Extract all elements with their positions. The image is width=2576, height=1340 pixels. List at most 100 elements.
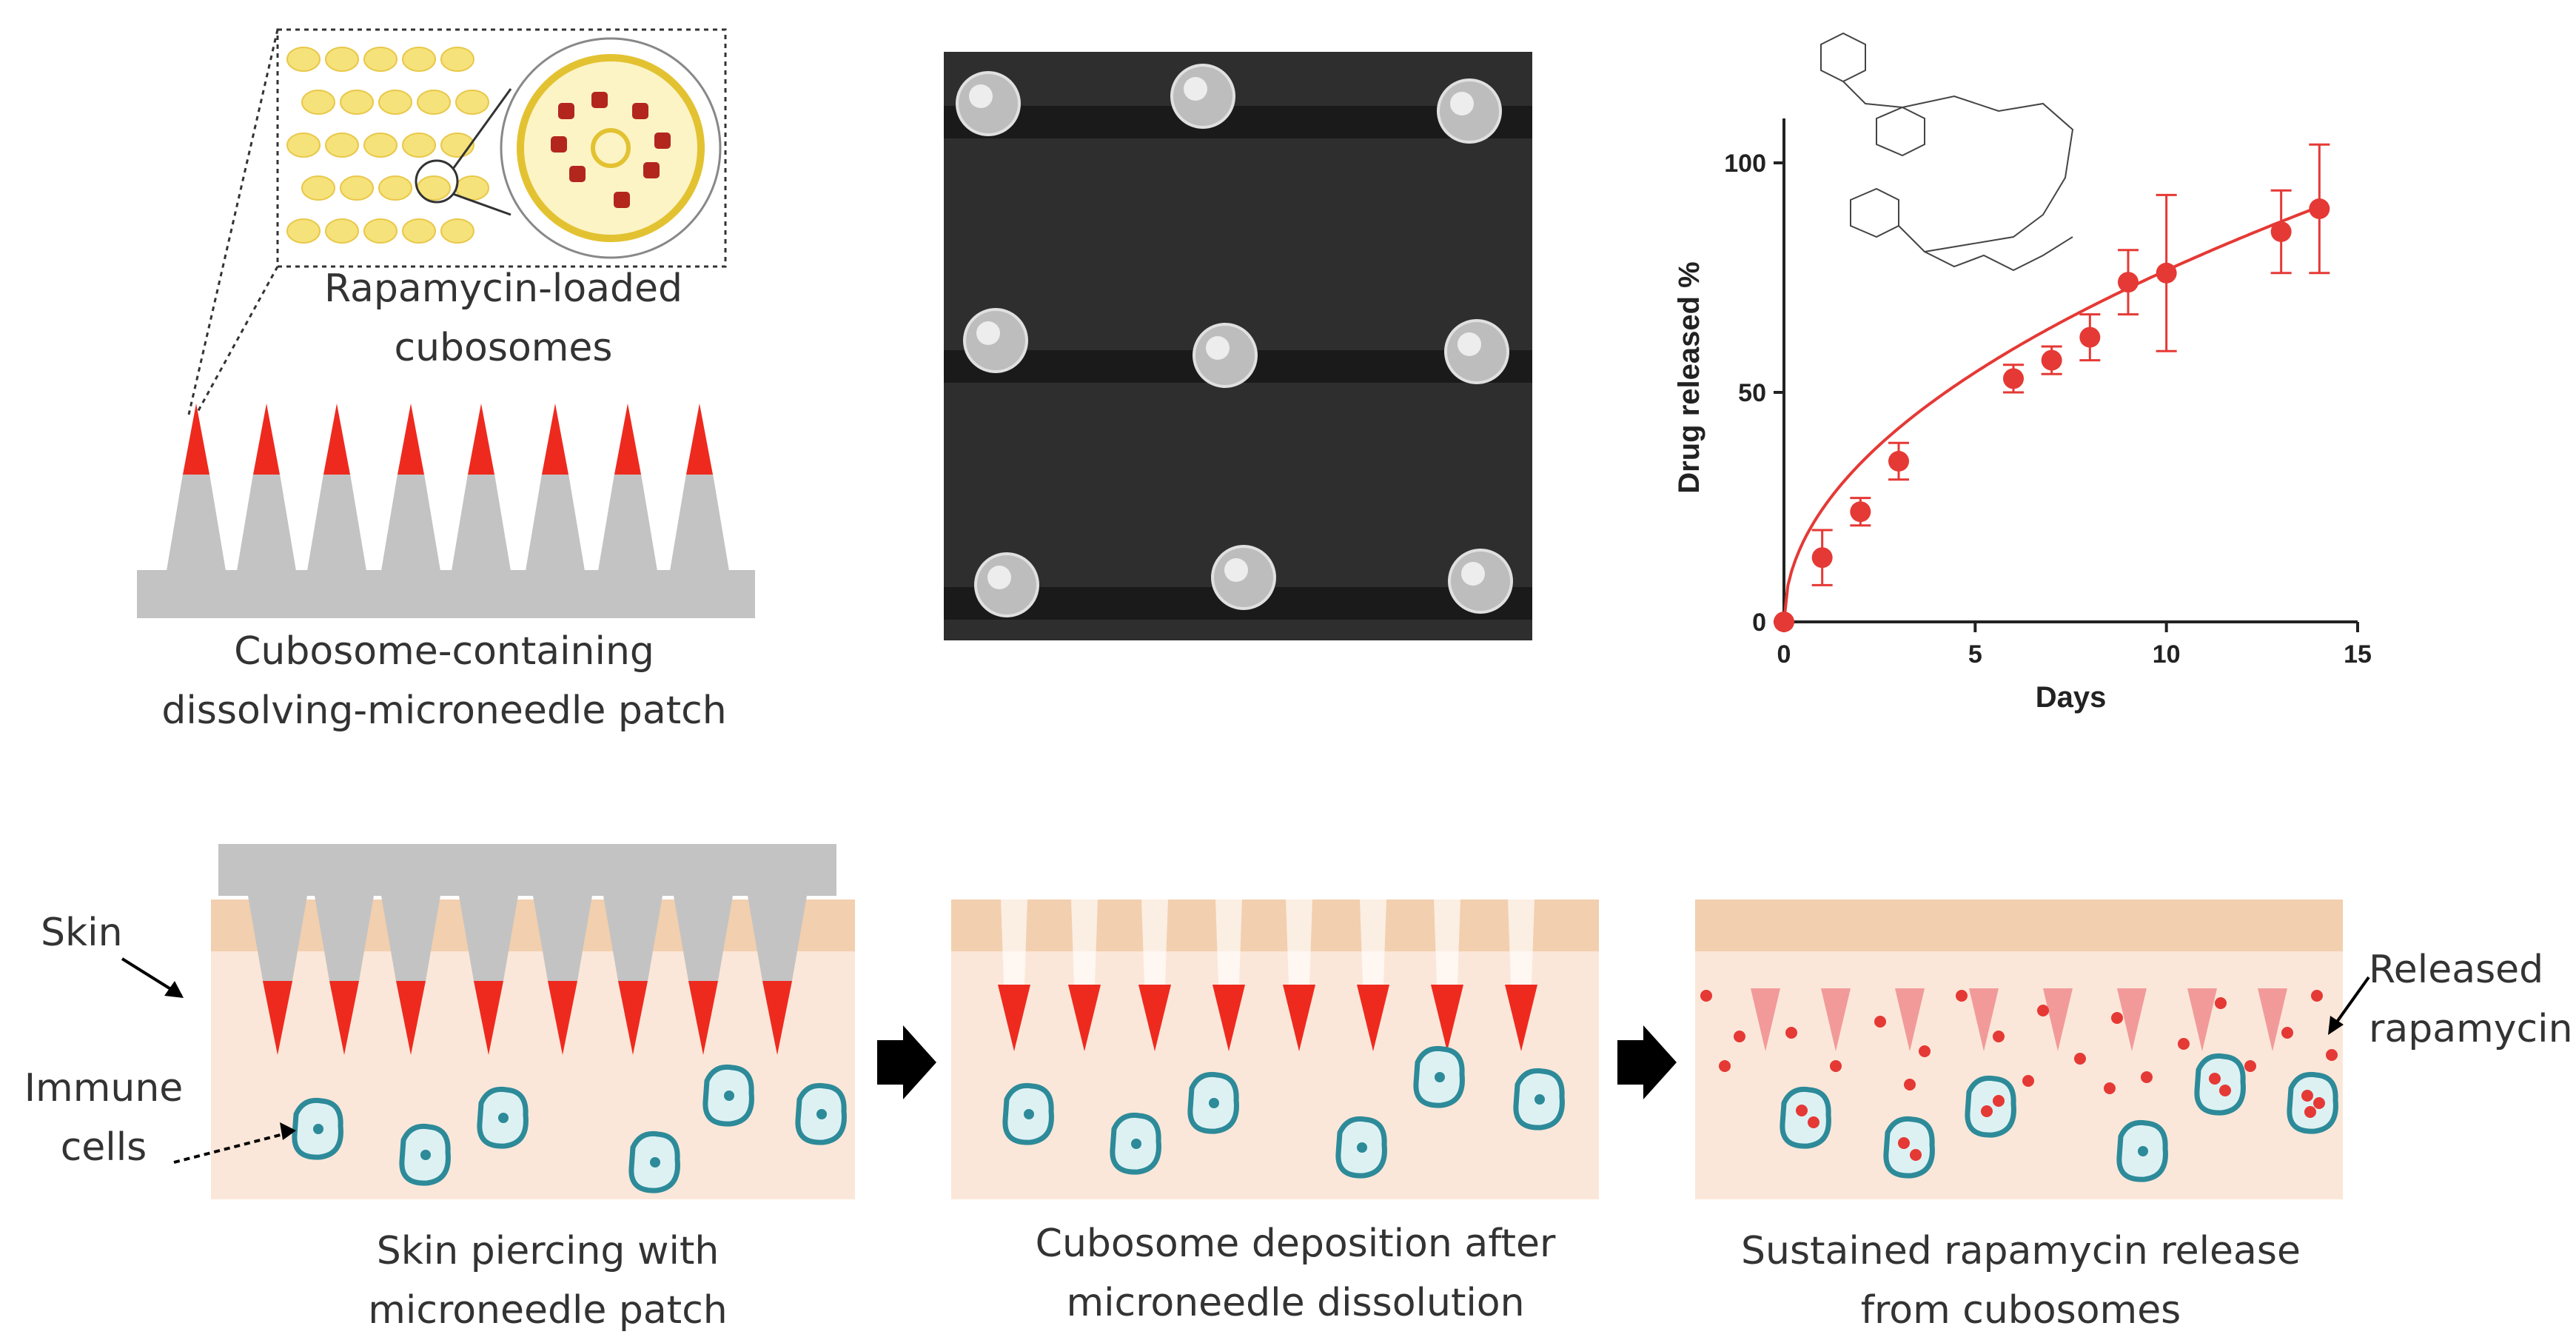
data-point: [2118, 272, 2139, 293]
cell-nucleus: [650, 1157, 660, 1168]
cell-nucleus: [1357, 1142, 1367, 1153]
needle-tip: [329, 981, 359, 1055]
released-rapamycin-label: Released rapamycin: [2369, 948, 2573, 1051]
dissolved-channel: [1360, 900, 1386, 985]
patch-label: Cubosome-containing dissolving-microneed…: [161, 629, 727, 733]
released-rapamycin-dot: [1956, 990, 1968, 1002]
rapamycin-dot: [654, 133, 671, 149]
sem-micrograph: [944, 52, 1532, 640]
needle-body: [237, 474, 296, 571]
immune-cell: [1780, 1086, 1831, 1149]
cubosome-deposit: [1212, 985, 1245, 1051]
data-point: [2003, 368, 2024, 389]
y-tick-label: 50: [1738, 379, 1766, 407]
panel-sustained-release: [1695, 900, 2343, 1199]
released-rapamycin-dot: [1830, 1060, 1842, 1072]
cubosome-deposit: [1068, 985, 1101, 1051]
fading-deposit: [1969, 988, 1999, 1051]
data-point: [2156, 262, 2177, 284]
rapamycin-dot: [632, 103, 648, 119]
needle-tip: [474, 981, 503, 1055]
panel-cubosome-deposition: [951, 900, 1599, 1199]
microneedle-highlight: [969, 84, 993, 108]
needle-tip: [542, 403, 568, 475]
cell-nucleus: [724, 1091, 734, 1101]
immune-cell: [1965, 1075, 2016, 1138]
released-rapamycin-dot: [2215, 997, 2227, 1009]
needle-tip: [468, 403, 494, 475]
fading-deposit: [1895, 988, 1925, 1051]
cells-pointer-head: [280, 1122, 296, 1140]
cubosome: [402, 218, 436, 244]
rapamycin-in-cell: [1796, 1105, 1808, 1116]
cubosome: [286, 133, 321, 158]
cubosome: [378, 175, 412, 201]
rapamycin-in-cell: [2301, 1090, 2313, 1102]
cubosome: [301, 175, 335, 201]
dissolved-channel: [1434, 900, 1460, 985]
rapamycin-in-cell: [2313, 1097, 2325, 1109]
released-pointer-head: [2328, 1016, 2344, 1035]
released-rapamycin-dot: [1785, 1027, 1797, 1039]
released-rapamycin-dot: [2281, 1027, 2293, 1039]
cubosome: [440, 218, 474, 244]
microneedle-highlight: [1461, 562, 1485, 586]
rapamycin-dot: [551, 136, 567, 153]
ring: [1820, 32, 1866, 83]
y-axis-label: Drug released %: [1673, 261, 1705, 493]
needle-body: [598, 474, 657, 571]
immune-cell: [2194, 1053, 2246, 1116]
cubosome: [363, 133, 398, 158]
fading-deposit: [2258, 988, 2287, 1051]
dissolved-channel: [1071, 900, 1098, 985]
cubosome-deposit: [998, 985, 1030, 1051]
data-point: [1888, 451, 1909, 472]
released-pointer: [2330, 976, 2370, 1031]
cubosome: [440, 47, 474, 72]
data-point: [1774, 612, 1794, 632]
data-point: [2270, 221, 2292, 242]
skin-pointer-head: [164, 981, 184, 998]
cubosome: [325, 47, 359, 72]
released-rapamycin-dot: [1700, 990, 1712, 1002]
released-rapamycin-dot: [2178, 1038, 2190, 1050]
cell-nucleus: [1534, 1094, 1545, 1105]
needle-body: [315, 896, 374, 981]
rapamycin-in-cell: [2209, 1073, 2221, 1085]
fading-deposit: [2043, 988, 2073, 1051]
zoom-source-circle: [415, 159, 459, 204]
released-rapamycin-dot: [2141, 1071, 2153, 1083]
cubosome: [325, 218, 359, 244]
cubosome: [455, 90, 489, 115]
needle-body: [674, 896, 733, 981]
cubosome: [417, 90, 451, 115]
cubosome: [340, 90, 374, 115]
needle-tip: [762, 981, 792, 1055]
cubosome: [325, 133, 359, 158]
step1-caption: Skin piercing with microneedle patch: [368, 1229, 728, 1333]
skin-epidermis: [1695, 900, 2343, 951]
rapamycin-in-cell: [1981, 1105, 1993, 1117]
cubosome: [340, 175, 374, 201]
rapamycin-in-cell: [2304, 1106, 2316, 1118]
fit-curve: [1782, 205, 2321, 623]
cell-nucleus: [313, 1124, 323, 1134]
needle-body: [748, 896, 807, 981]
cell-nucleus: [1131, 1139, 1141, 1149]
cubosome-core: [591, 128, 631, 168]
cells-pointer: [173, 1131, 289, 1164]
zoom-line: [187, 29, 279, 415]
immune-cell: [1883, 1116, 1935, 1179]
y-tick-label: 100: [1724, 150, 1766, 178]
needle-body: [167, 474, 226, 571]
sem-band: [944, 106, 1532, 138]
needle-body: [307, 474, 366, 571]
cubosome: [363, 47, 398, 72]
data-point: [1850, 501, 1871, 523]
immune-cell: [2287, 1071, 2338, 1134]
rapamycin-dot: [558, 103, 574, 119]
step2-caption: Cubosome deposition after microneedle di…: [1035, 1222, 1556, 1325]
needle-body: [533, 896, 592, 981]
rapamycin-in-cell: [2219, 1085, 2231, 1096]
